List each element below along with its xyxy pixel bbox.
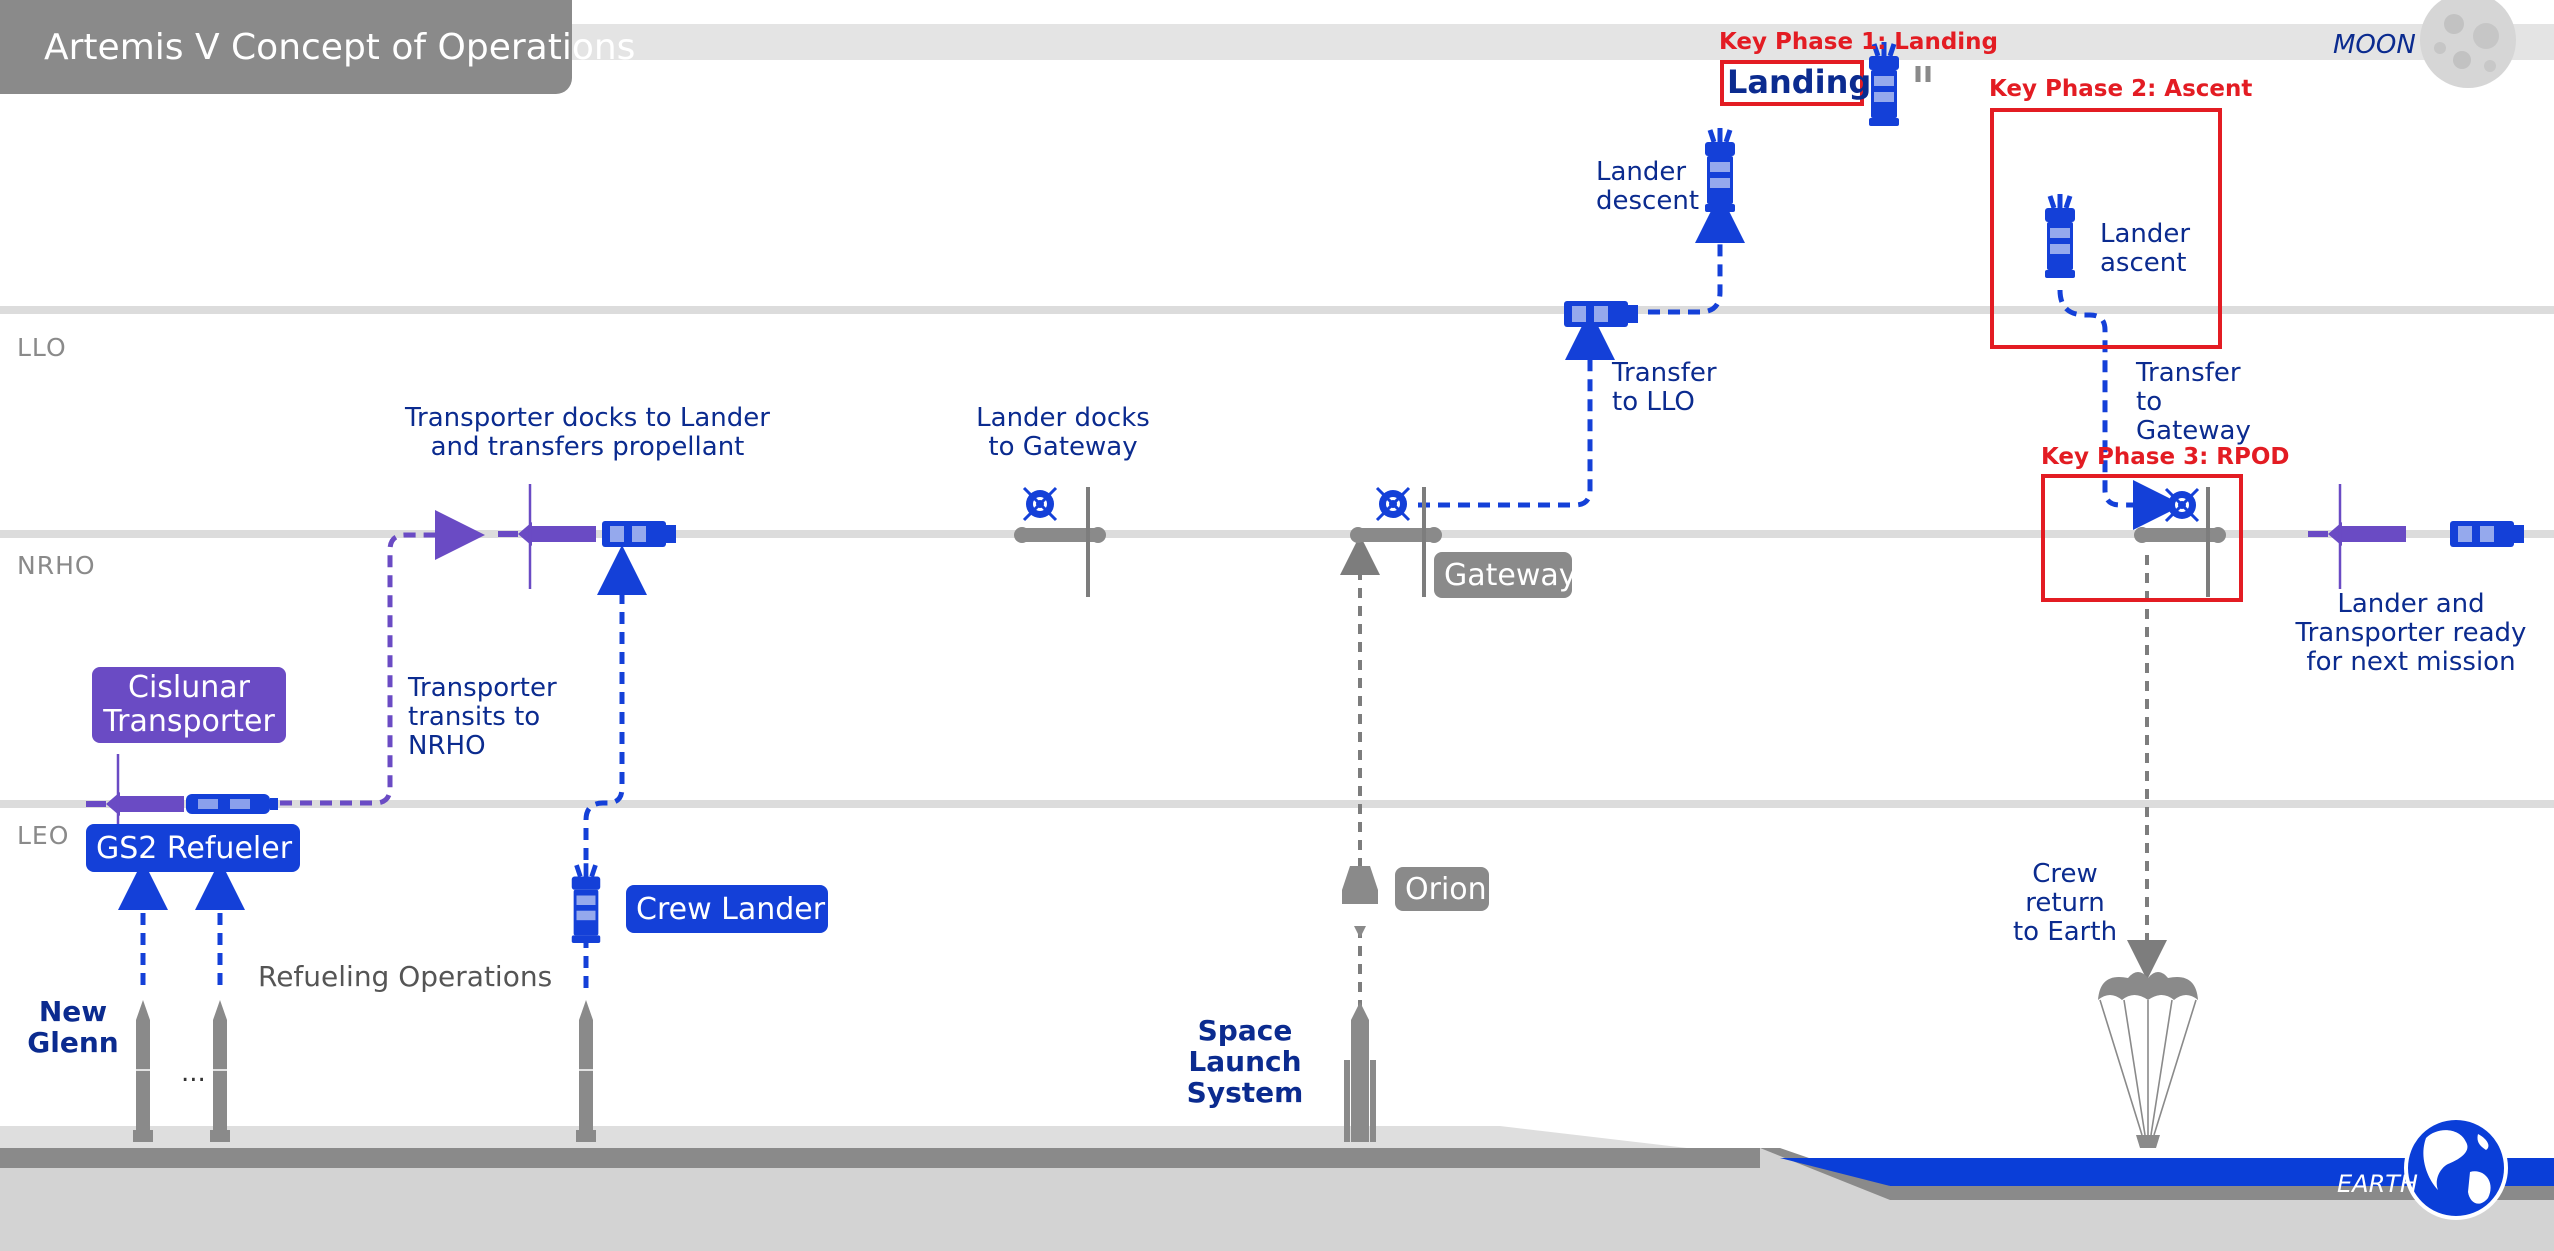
lander-icon xyxy=(1564,301,1638,327)
gs2-refueler-badge: GS2 Refueler xyxy=(86,824,300,872)
lander-icon xyxy=(2450,521,2524,547)
lander-docks-label: Lander docks to Gateway xyxy=(960,404,1166,462)
refueler-icon xyxy=(186,794,278,814)
ellipsis-label: ... xyxy=(181,1058,206,1088)
lander-icon xyxy=(1377,488,1409,520)
lander-icon xyxy=(1705,128,1735,212)
cislunar-transporter-badge: Cislunar Transporter xyxy=(92,667,286,743)
refueling-operations-label: Refueling Operations xyxy=(258,960,552,993)
rocket-icon xyxy=(576,1000,596,1142)
key-phase-3-label: Key Phase 3: RPOD xyxy=(2041,444,2290,470)
transfer-to-llo-path xyxy=(1418,335,1590,505)
gateway-label: Gateway xyxy=(1444,558,1577,593)
crew-return-label: Crew return to Earth xyxy=(2010,860,2120,947)
transfer-to-gateway-label: Transfer to Gateway xyxy=(2136,359,2256,446)
gs2-refueler-label: GS2 Refueler xyxy=(96,831,292,866)
orion-badge: Orion xyxy=(1395,867,1489,911)
lander-icon xyxy=(1024,488,1056,520)
transporter-icon xyxy=(2308,484,2406,589)
earth-label: EARTH xyxy=(2337,1170,2418,1198)
lander-icon xyxy=(602,521,676,547)
transporter-transit-path xyxy=(280,535,460,803)
ready-next-mission-label: Lander and Transporter ready for next mi… xyxy=(2274,590,2548,677)
nrho-label: NRHO xyxy=(17,551,96,580)
llo-label: LLO xyxy=(17,333,67,362)
orion-label: Orion xyxy=(1405,872,1487,907)
lander-icon xyxy=(2045,194,2075,278)
sls-label: Space Launch System xyxy=(1140,1015,1350,1108)
lander-icon xyxy=(572,863,601,943)
transporter-icon xyxy=(498,484,596,589)
lander-descent-path xyxy=(1648,218,1720,312)
landing-label: Landing xyxy=(1727,63,1871,101)
transporter-transits-label: Transporter transits to NRHO xyxy=(408,674,568,761)
lander-descent-label: Lander descent xyxy=(1596,158,1706,216)
rocket-icon xyxy=(210,1000,230,1142)
leo-label: LEO xyxy=(17,821,69,850)
orion-capsule-icon xyxy=(1342,866,1378,938)
earth-ground xyxy=(0,1126,2554,1251)
transporter-docks-label: Transporter docks to Lander and transfer… xyxy=(405,404,770,462)
crew-lander-badge: Crew Lander xyxy=(626,885,828,933)
crew-lander-label: Crew Lander xyxy=(636,892,825,927)
lander-ascent-label: Lander ascent xyxy=(2100,220,2200,278)
rocket-icon xyxy=(133,1000,153,1142)
parachute-icon xyxy=(2098,972,2198,1148)
moon-label: MOON xyxy=(2333,30,2416,60)
page-title: Artemis V Concept of Operations xyxy=(0,0,572,94)
llo-orbit-line xyxy=(0,306,2554,314)
crew-lander-to-nrho-path xyxy=(586,570,622,860)
cislunar-transporter-label: Cislunar Transporter xyxy=(102,671,276,739)
earth-globe-icon xyxy=(2406,1118,2506,1218)
transfer-to-llo-label: Transfer to LLO xyxy=(1612,359,1732,417)
key-phase-1-label: Key Phase 1: Landing xyxy=(1719,29,1998,55)
gateway-badge: Gateway xyxy=(1434,552,1572,598)
new-glenn-label: New Glenn xyxy=(18,996,128,1058)
key-phase-2-label: Key Phase 2: Ascent xyxy=(1989,76,2252,102)
lander-icon xyxy=(2166,489,2198,521)
moon-icon xyxy=(2420,0,2516,88)
title-text: Artemis V Concept of Operations xyxy=(44,27,635,68)
